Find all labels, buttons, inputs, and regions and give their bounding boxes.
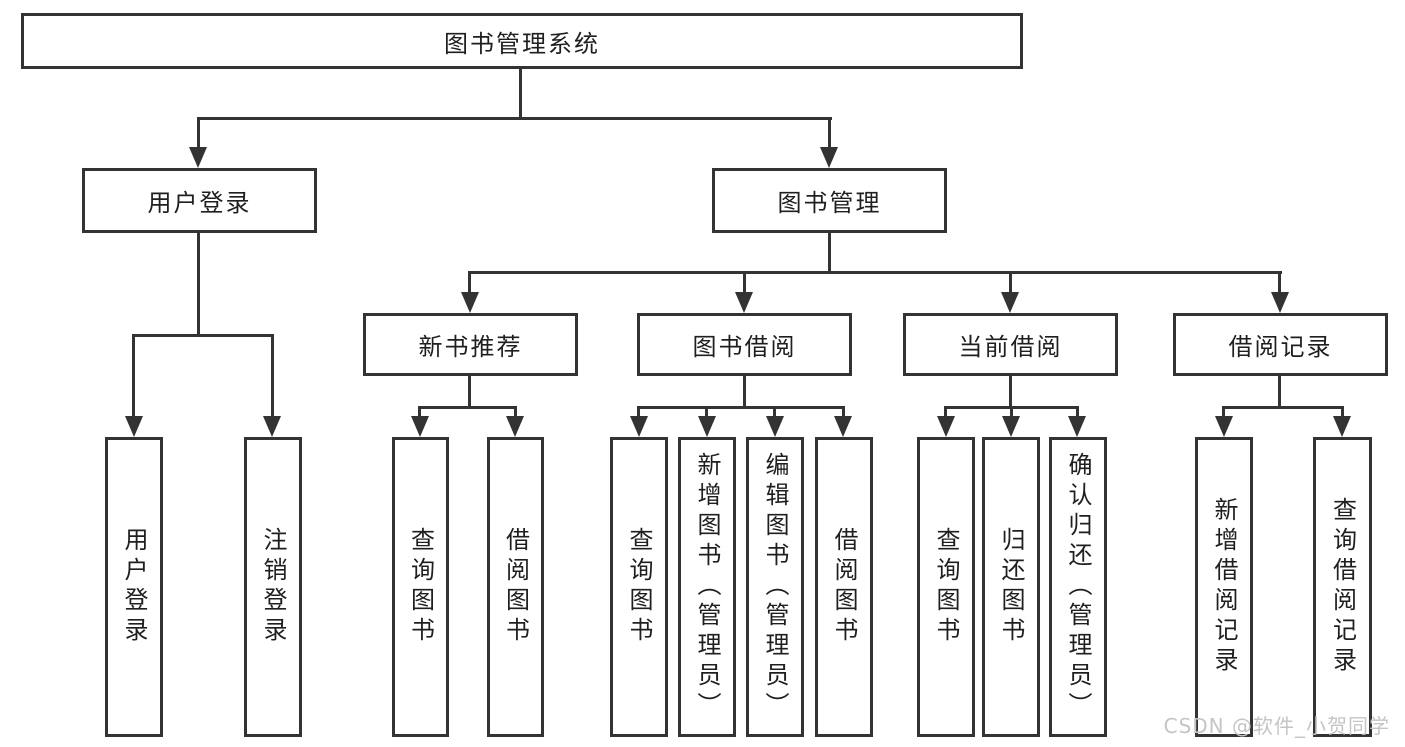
connector-line — [514, 406, 517, 420]
leaf-box-edit-books-admin: 编辑图书（管理员） — [746, 437, 804, 737]
connector-line — [637, 406, 845, 409]
connector-line — [468, 271, 471, 293]
connector-line — [705, 406, 708, 420]
leaf-box-query-borrow-record: 查询借阅记录 — [1313, 437, 1372, 737]
node-box-current-borrow: 当前借阅 — [903, 313, 1118, 376]
leaf-label: 查询图书 — [406, 527, 435, 647]
connector-line — [519, 69, 522, 118]
arrowhead-down-icon — [461, 292, 479, 313]
leaf-label: 新增图书（管理员） — [693, 452, 721, 722]
leaf-label: 借阅图书 — [501, 527, 530, 647]
leaf-label: 编辑图书（管理员） — [761, 452, 789, 722]
leaf-label: 确认归还（管理员） — [1064, 452, 1092, 722]
node-label: 图书借阅 — [692, 333, 797, 361]
connector-line — [197, 117, 200, 150]
arrowhead-down-icon — [506, 416, 524, 437]
arrowhead-down-icon — [1271, 292, 1289, 313]
connector-line — [743, 271, 746, 293]
leaf-box-borrow-query-books: 查询图书 — [610, 437, 668, 737]
connector-line — [773, 406, 776, 420]
leaf-box-confirm-return-admin: 确认归还（管理员） — [1049, 437, 1107, 737]
node-box-book-management: 图书管理 — [712, 168, 947, 233]
leaf-box-add-books-admin: 新增图书（管理员） — [678, 437, 736, 737]
arrowhead-down-icon — [189, 147, 207, 168]
connector-line — [1278, 271, 1281, 293]
arrowhead-down-icon — [766, 416, 784, 437]
connector-line — [944, 406, 947, 420]
leaf-label: 注销登录 — [259, 527, 287, 647]
csdn-watermark: CSDN @软件_小贺同学 — [1163, 714, 1390, 738]
node-box-user-login: 用户登录 — [82, 168, 317, 233]
arrowhead-down-icon — [630, 416, 648, 437]
connector-line — [1341, 406, 1344, 420]
node-label: 用户登录 — [147, 189, 252, 217]
arrowhead-down-icon — [1333, 416, 1351, 437]
node-label: 图书管理 — [777, 189, 882, 217]
leaf-label: 借阅图书 — [830, 527, 858, 647]
connector-line — [197, 233, 200, 336]
node-box-book-borrow: 图书借阅 — [637, 313, 852, 376]
node-label: 借阅记录 — [1228, 333, 1333, 361]
arrowhead-down-icon — [125, 416, 143, 437]
arrowhead-down-icon — [1215, 416, 1233, 437]
arrowhead-down-icon — [735, 292, 753, 313]
arrowhead-down-icon — [1001, 292, 1019, 313]
connector-line — [1076, 406, 1079, 420]
connector-line — [842, 406, 845, 420]
node-box-new-book-recommend: 新书推荐 — [363, 313, 578, 376]
leaf-label: 用户登录 — [120, 527, 148, 647]
node-box-borrow-records: 借阅记录 — [1173, 313, 1388, 376]
connector-line — [1278, 376, 1281, 408]
connector-line — [1009, 376, 1012, 408]
connector-line — [1010, 406, 1013, 420]
connector-line — [132, 334, 135, 418]
connector-line — [1222, 406, 1225, 420]
arrowhead-down-icon — [698, 416, 716, 437]
arrowhead-down-icon — [937, 416, 955, 437]
arrowhead-down-icon — [1002, 416, 1020, 437]
connector-line — [468, 271, 1282, 274]
connector-line — [828, 117, 831, 150]
node-label: 当前借阅 — [958, 333, 1063, 361]
leaf-label: 归还图书 — [997, 527, 1025, 647]
leaf-box-logout: 注销登录 — [244, 437, 302, 737]
node-label: 新书推荐 — [418, 333, 523, 361]
leaf-label: 查询借阅记录 — [1328, 497, 1357, 677]
connector-line — [1009, 271, 1012, 293]
connector-line — [132, 334, 274, 337]
connector-line — [271, 334, 274, 418]
leaf-box-user-login: 用户登录 — [105, 437, 163, 737]
connector-line — [828, 233, 831, 274]
connector-line — [197, 117, 832, 120]
connector-line — [637, 406, 640, 420]
arrowhead-down-icon — [263, 416, 281, 437]
connector-line — [743, 376, 746, 408]
arrowhead-down-icon — [820, 147, 838, 168]
leaf-label: 查询图书 — [625, 527, 653, 647]
connector-line — [418, 406, 517, 409]
leaf-label: 新增借阅记录 — [1210, 497, 1238, 677]
leaf-box-return-books: 归还图书 — [982, 437, 1040, 737]
node-label: 图书管理系统 — [444, 29, 600, 58]
leaf-box-recommend-borrow-books: 借阅图书 — [487, 437, 544, 737]
leaf-box-current-query-books: 查询图书 — [917, 437, 975, 737]
arrowhead-down-icon — [834, 416, 852, 437]
leaf-box-borrow-books: 借阅图书 — [815, 437, 873, 737]
connector-line — [418, 406, 421, 420]
connector-line — [1222, 406, 1344, 409]
arrowhead-down-icon — [1068, 416, 1086, 437]
leaf-label: 查询图书 — [932, 527, 960, 647]
connector-line — [468, 376, 471, 408]
leaf-box-recommend-query-books: 查询图书 — [392, 437, 449, 737]
arrowhead-down-icon — [411, 416, 429, 437]
node-box-library-system: 图书管理系统 — [21, 13, 1023, 69]
leaf-box-add-borrow-record: 新增借阅记录 — [1195, 437, 1253, 737]
